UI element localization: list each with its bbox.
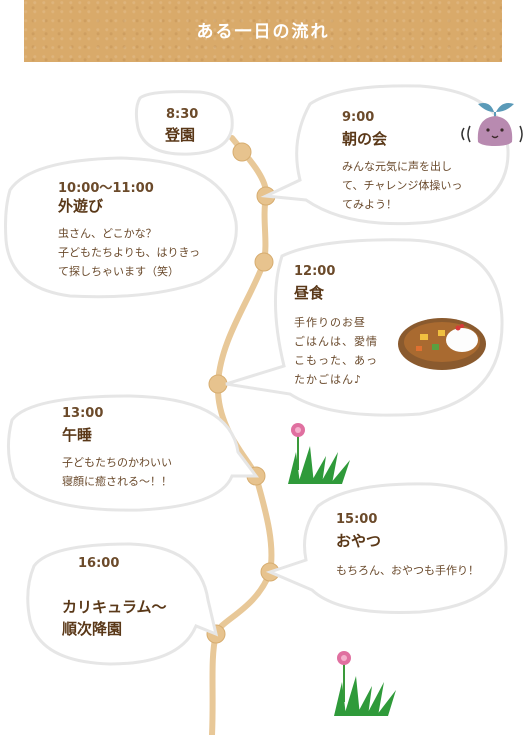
flower-grass-icon <box>288 423 350 484</box>
event-title: おやつ <box>336 532 382 550</box>
bubble-1200 <box>225 238 504 417</box>
event-time: 9:00 <box>342 110 375 125</box>
flower-grass-icon <box>334 651 396 716</box>
bubble-1000 <box>4 156 238 299</box>
event-title: カリキュラム〜 順次降園 <box>62 598 167 638</box>
event-title: 朝の会 <box>342 130 388 148</box>
event-title: 午睡 <box>62 426 93 444</box>
event-time: 8:30 <box>166 107 199 122</box>
bubble-0900 <box>260 84 510 226</box>
event-title: 外遊び <box>58 197 104 215</box>
event-description: 虫さん、どこかな？ 子どもたちよりも、はりきっ て探しちゃいます（笑） <box>58 227 201 278</box>
timeline-node <box>232 142 252 162</box>
sprout-character-icon <box>461 103 523 146</box>
event-description: 子どもたちのかわいい 寝顔に癒される〜！！ <box>62 456 172 488</box>
bubble-1300 <box>7 394 259 512</box>
page-title: ある一日の流れ <box>196 22 330 42</box>
event-time: 12:00 <box>294 264 336 279</box>
header-banner: ある一日の流れ <box>24 0 502 62</box>
event-title: 昼食 <box>294 284 325 302</box>
event-time: 16:00 <box>78 556 120 571</box>
event-description: もちろん、おやつも手作り！ <box>336 564 479 577</box>
event-title: 登園 <box>165 126 196 144</box>
bubble-1500 <box>265 482 508 614</box>
curry-rice-icon <box>398 318 486 370</box>
bubble-1600 <box>26 542 219 666</box>
timeline-node <box>254 252 274 272</box>
event-time: 13:00 <box>62 406 104 421</box>
timeline-node <box>208 374 228 394</box>
event-time: 15:00 <box>336 512 378 527</box>
event-description: みんな元気に声を出し て、チャレンジ体操いっ てみよう！ <box>342 160 463 211</box>
event-description: 手作りのお昼 ごはんは、愛情 こもった、あっ たかごはん♪ <box>294 316 378 386</box>
event-time: 10:00〜11:00 <box>58 181 154 196</box>
bubble-0830 <box>134 90 234 156</box>
